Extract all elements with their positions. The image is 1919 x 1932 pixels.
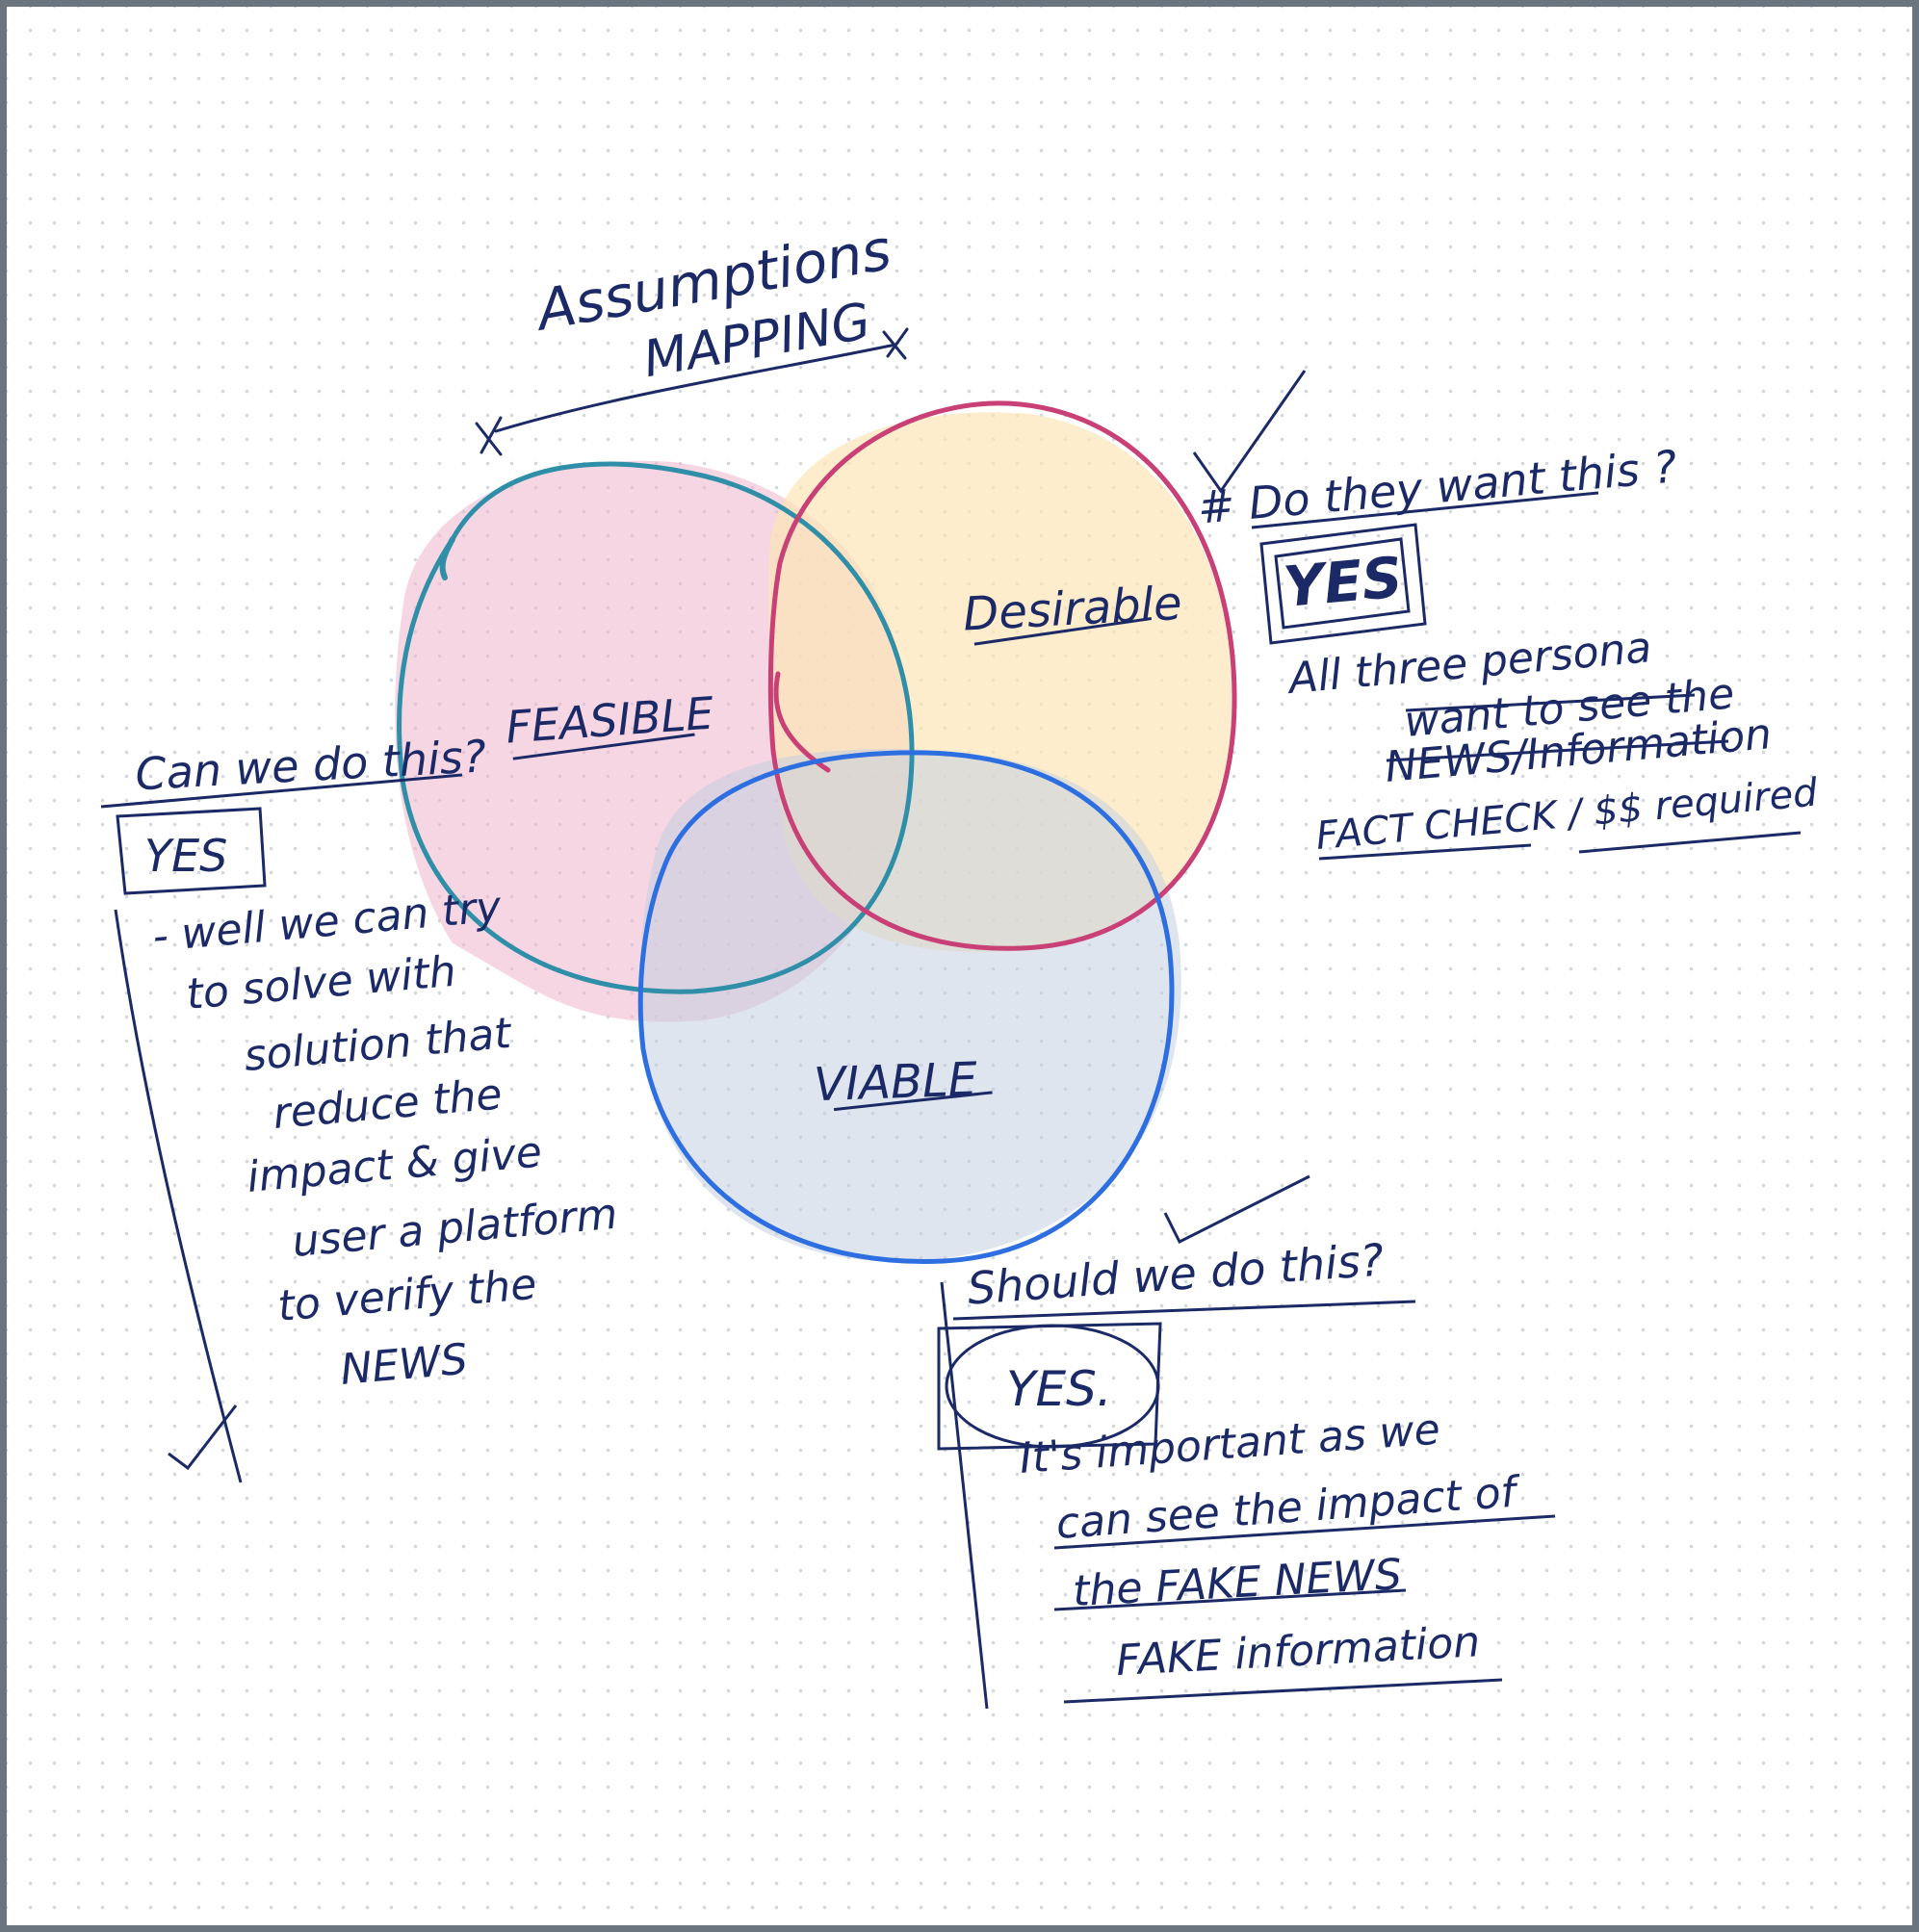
desirable-checkmark (1192, 370, 1307, 494)
viable-label-group: VIABLE (813, 1052, 993, 1112)
viable-bracket-line (940, 1281, 989, 1710)
feasible-answer-box (116, 807, 267, 895)
title-arrow (475, 327, 909, 456)
desirable-label: Desirable (962, 577, 1183, 642)
viable-line-3-underline (1053, 1588, 1407, 1611)
feasible-line-5: impact & give (246, 1127, 544, 1202)
desirable-line-2-underline (1405, 693, 1696, 712)
viable-answer: YES. (1006, 1361, 1112, 1417)
viable-question-underline (952, 1300, 1416, 1321)
feasible-bracket-line (114, 909, 243, 1483)
desirable-underline (973, 616, 1153, 646)
desirable-question-underline (1251, 491, 1599, 529)
viable-line-2-underline (1053, 1514, 1556, 1550)
feasible-line-4: reduce the (272, 1069, 505, 1139)
viable-checkmark (1163, 1174, 1310, 1245)
desirable-answer: YES (1281, 544, 1405, 619)
viable-line-2: can see the impact of (1054, 1467, 1523, 1549)
required-underline (1578, 831, 1802, 854)
desirable-circle (767, 400, 1237, 951)
feasible-question-underline (100, 773, 463, 809)
feasible-line-7: to verify the (276, 1260, 539, 1331)
desirable-answer-box-inner (1274, 537, 1411, 630)
viable-fill (639, 749, 1181, 1262)
desirable-label-group: Desirable (962, 577, 1183, 646)
feasible-answer: YES (144, 830, 227, 882)
desirable-line-3-underline (1386, 739, 1729, 762)
feasible-checkmark (168, 1404, 238, 1471)
feasible-underline (512, 733, 695, 760)
feasible-line-2: to solve with (185, 947, 458, 1019)
viable-question: Should we do this? (966, 1234, 1386, 1315)
feasible-line-3: solution that (243, 1009, 515, 1081)
feasible-circle-overstroke (439, 536, 455, 580)
viable-line-4: FAKE information (1115, 1617, 1481, 1686)
viable-answer-box (937, 1322, 1162, 1451)
viable-line-4-underline (1063, 1678, 1503, 1704)
desirable-answer-box-outer (1259, 523, 1427, 645)
fact-check-underline (1318, 843, 1532, 861)
feasible-line-6: user a platform (291, 1190, 620, 1267)
desirable-question: # Do they want this ? (1196, 440, 1679, 533)
feasible-line-8: NEWS (339, 1335, 470, 1395)
venn-fills (395, 412, 1234, 1262)
viable-note: Should we do this? YES. It's important a… (937, 1174, 1556, 1710)
viable-answer-circle (945, 1324, 1160, 1449)
desirable-note: # Do they want this ? YES All three pers… (1192, 370, 1820, 861)
viable-circle (637, 750, 1175, 1264)
viable-underline (833, 1091, 993, 1112)
